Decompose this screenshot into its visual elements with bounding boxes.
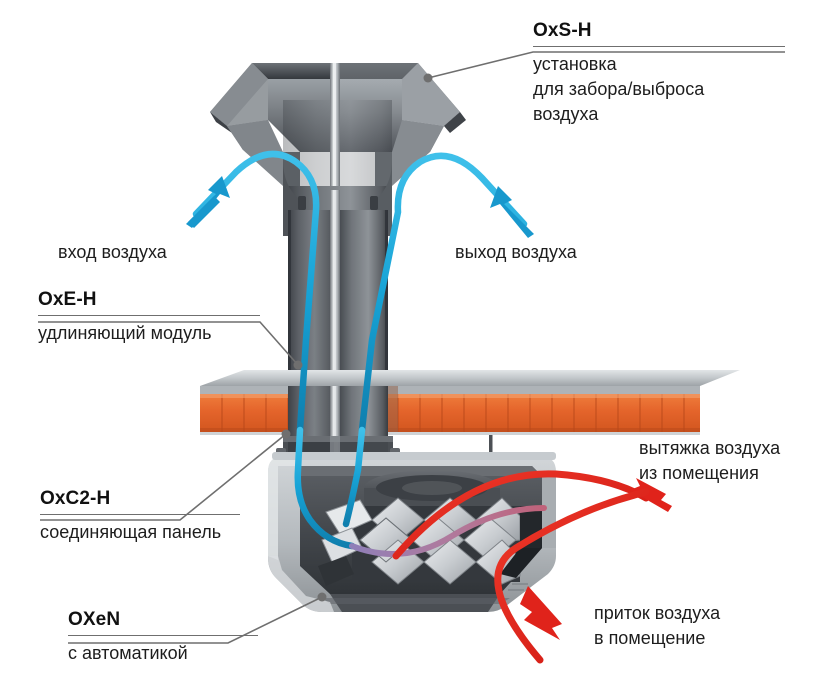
label-oxc2-h-rule — [40, 513, 240, 515]
label-oxe-h-rule — [38, 314, 260, 316]
label-oxen-rule — [68, 634, 258, 636]
label-oxe-h: OxE-H удлиняющий модуль — [38, 289, 268, 346]
indoor-air-flow-arrows — [392, 470, 672, 664]
label-air-supply: приток воздуха в помещение — [594, 603, 721, 648]
label-oxc2-h: OxC2-H соединяющая панель — [40, 488, 280, 545]
ceiling-slab — [200, 370, 740, 463]
label-air-inlet: вход воздуха — [58, 242, 167, 262]
label-oxc2-h-code: OxC2-H — [40, 488, 111, 509]
label-oxen-code: OXeN — [68, 609, 121, 630]
label-oxs-h-code: OxS-H — [533, 20, 592, 41]
label-oxc2-h-description: соединяющая панель — [40, 521, 222, 542]
label-air-extract: вытяжка воздуха из помещения — [639, 438, 781, 483]
outdoor-air-arrowheads — [186, 176, 534, 238]
label-oxen-description: с автоматикой — [68, 642, 188, 663]
label-air-outlet: выход воздуха — [455, 242, 577, 262]
label-oxe-h-code: OxE-H — [38, 289, 97, 310]
label-oxen: OXeN с автоматикой — [68, 609, 288, 666]
label-oxs-h-description: установка для забора/выброса воздуха — [533, 53, 705, 124]
label-oxs-h-rule — [533, 45, 785, 47]
oxen-unit-casing — [268, 452, 556, 612]
label-oxs-h: OxS-H установка для забора/выброса возду… — [533, 20, 785, 126]
label-oxe-h-description: удлиняющий модуль — [38, 322, 212, 343]
roof-cowl-assembly — [210, 63, 466, 236]
exchanger-transfer-tube — [349, 505, 547, 557]
leader-lines — [38, 51, 785, 644]
outdoor-air-flow-path — [192, 150, 528, 550]
